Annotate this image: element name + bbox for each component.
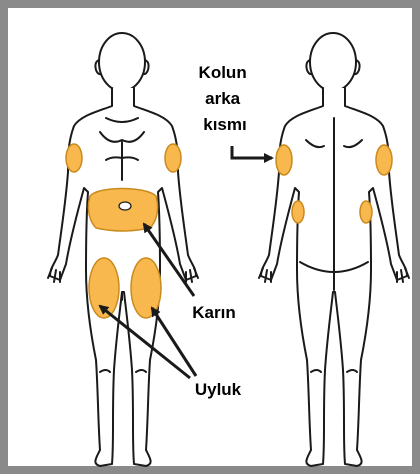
label-abdomen: Karın: [192, 303, 235, 322]
label-thigh: Uyluk: [195, 380, 242, 399]
back-arm-zone-left: [276, 145, 292, 175]
back-hip-zone-right: [360, 201, 372, 223]
svg-text:Kolun arka kısmı: Kolun arka kısmı: [199, 63, 252, 134]
back-hip-zone-left: [292, 201, 304, 223]
front-arm-zone-right: [165, 144, 181, 172]
thigh-zone-right: [131, 258, 161, 318]
label-back-of-arm-line3: kısmı: [203, 115, 246, 134]
back-head: [310, 33, 356, 91]
front-head: [99, 33, 145, 91]
label-back-of-arm-line1: Kolun: [199, 63, 247, 82]
label-back-of-arm-line2: arka: [205, 89, 241, 108]
back-arm-zone-right: [376, 145, 392, 175]
navel-mark: [119, 202, 131, 210]
front-arm-zone-left: [66, 144, 82, 172]
